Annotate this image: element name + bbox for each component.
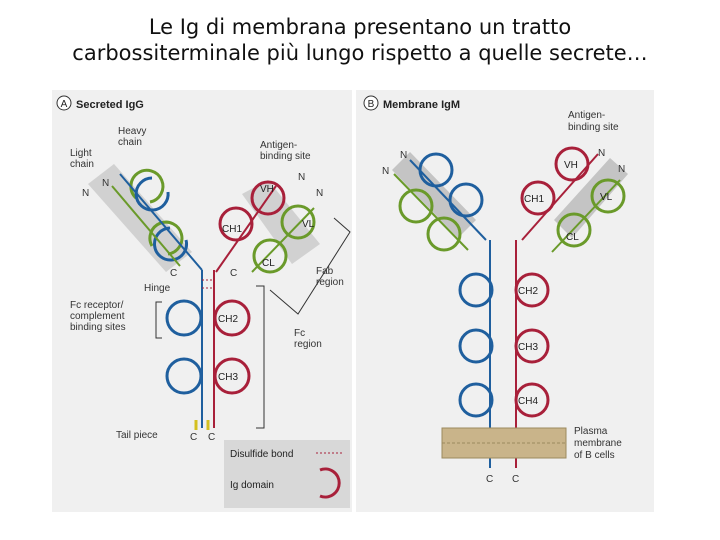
ig-domain-ch3-red-b: [514, 328, 550, 364]
panel-a: A Secreted IgG: [56, 95, 351, 508]
label-n-left-lower: N: [82, 188, 89, 199]
panel-a-heading: Secreted IgG: [76, 99, 144, 111]
panel-b-heading: Membrane IgM: [383, 99, 460, 111]
ig-domain-ch2-blue-b: [458, 272, 494, 308]
ig-domain-vh-left: [134, 176, 170, 212]
label-plasma-3: of B cells: [574, 450, 615, 461]
panel-a-letter-circle: [56, 95, 72, 111]
ig-domain-cl-right-b: [556, 212, 592, 248]
ig-domain-ch1-right: [218, 206, 254, 242]
label-plasma-2: membrane: [574, 438, 622, 449]
label-fab-1: Fab: [316, 266, 334, 277]
label-ch1-b: CH1: [524, 194, 544, 205]
label-n-right-lower: N: [316, 188, 323, 199]
label-fc-2: region: [294, 339, 322, 350]
light-chain-strand-right-b: [551, 179, 621, 253]
label-ch2-a: CH2: [218, 314, 238, 325]
label-vl-b: VL: [600, 192, 613, 203]
label-c-tail-red: C: [208, 432, 215, 443]
fab-band-left-b: [392, 152, 476, 238]
light-chain-strand-left-b: [393, 173, 469, 251]
label-ch3-b: CH3: [518, 342, 538, 353]
label-vh-a: VH: [260, 184, 274, 195]
immunoglobulin-figure: A Secreted IgG: [52, 90, 654, 516]
light-chain-strand-left: [111, 185, 181, 267]
legend-ig-domain-swatch: [319, 467, 341, 499]
label-light-chain-2: chain: [70, 159, 94, 170]
ig-domain-ch4-red-b: [514, 382, 550, 418]
ig-domain-vl-right: [280, 204, 316, 240]
title-line-2: carbossiterminale più lungo rispetto a q…: [72, 41, 648, 65]
label-hinge: Hinge: [144, 283, 171, 294]
ig-domain-ch3-red: [213, 357, 251, 395]
ig-domain-vl-right-b: [590, 178, 626, 214]
label-tail-piece: Tail piece: [116, 430, 158, 441]
label-c-left-arm: C: [170, 268, 177, 279]
label-ch4-b: CH4: [518, 396, 538, 407]
label-n-right-upper: N: [298, 172, 305, 183]
label-antigen-site-b-2: binding site: [568, 122, 619, 133]
panel-a-letter: A: [61, 99, 68, 110]
heavy-chain-strand-right: [215, 185, 277, 273]
legend-ig-domain-label: Ig domain: [230, 480, 274, 491]
ig-domain-vl-left-b: [398, 188, 434, 224]
fc-receptor-bracket: [155, 301, 162, 339]
panel-b: B Membrane IgM: [363, 95, 628, 485]
ig-domain-vh-right: [250, 180, 286, 216]
label-ch1-a: CH1: [222, 224, 242, 235]
ig-domain-ch1-left-b: [448, 182, 484, 218]
ig-domain-ch1-right-b: [520, 180, 556, 216]
label-ch2-b: CH2: [518, 286, 538, 297]
slide-title: Le Ig di membrana presentano un tratto c…: [0, 14, 720, 66]
panel-b-letter-circle: [363, 95, 379, 111]
title-line-1: Le Ig di membrana presentano un tratto: [148, 15, 572, 39]
label-n-b-4: N: [618, 164, 625, 175]
ig-domain-cl-right: [252, 238, 288, 274]
ig-domain-ch2-blue: [165, 299, 203, 337]
label-n-b-1: N: [400, 150, 407, 161]
label-c-right-arm: C: [230, 268, 237, 279]
label-ch3-a: CH3: [218, 372, 238, 383]
label-n-b-2: N: [382, 166, 389, 177]
label-vh-b: VH: [564, 160, 578, 171]
label-cl-b: CL: [566, 232, 579, 243]
panel-b-letter: B: [368, 99, 375, 110]
label-heavy-chain-2: chain: [118, 137, 142, 148]
label-fc-receptor-1: Fc receptor/: [70, 300, 124, 311]
fc-region-bracket: [256, 285, 265, 429]
label-fab-2: region: [316, 277, 344, 288]
label-heavy-chain-1: Heavy: [118, 126, 146, 137]
ig-domain-ch4-blue-b: [458, 382, 494, 418]
label-cl-a: CL: [262, 258, 275, 269]
ig-domain-ch3-blue-b: [458, 328, 494, 364]
ig-domain-ch2-red: [213, 299, 251, 337]
fab-region-bracket: [269, 217, 351, 315]
legend-disulfide-label: Disulfide bond: [230, 449, 293, 460]
label-antigen-site-b-1: Antigen-: [568, 110, 605, 121]
label-vl-a: VL: [302, 219, 315, 230]
label-fc-receptor-2: complement: [70, 311, 125, 322]
label-antigen-site-a-2: binding site: [260, 151, 311, 162]
label-n-b-3: N: [598, 148, 605, 159]
ig-domain-ch3-blue: [165, 357, 203, 395]
light-chain-strand-right: [251, 207, 315, 273]
label-light-chain-1: Light: [70, 148, 92, 159]
ig-domain-cl-left: [148, 220, 184, 256]
label-c-tail-blue: C: [190, 432, 197, 443]
ig-domain-cl-left-b: [426, 216, 462, 252]
label-plasma-1: Plasma: [574, 426, 608, 437]
heavy-chain-strand-left-b: [409, 159, 487, 241]
heavy-chain-strand-left: [119, 173, 203, 271]
ig-domain-ch2-red-b: [514, 272, 550, 308]
label-n-left-upper: N: [102, 178, 109, 189]
label-fc-1: Fc: [294, 328, 305, 339]
label-antigen-site-a-1: Antigen-: [260, 140, 297, 151]
heavy-chain-strand-right-b: [521, 153, 599, 241]
label-c-b-blue: C: [486, 474, 493, 485]
label-c-b-red: C: [512, 474, 519, 485]
label-fc-receptor-3: binding sites: [70, 322, 126, 333]
